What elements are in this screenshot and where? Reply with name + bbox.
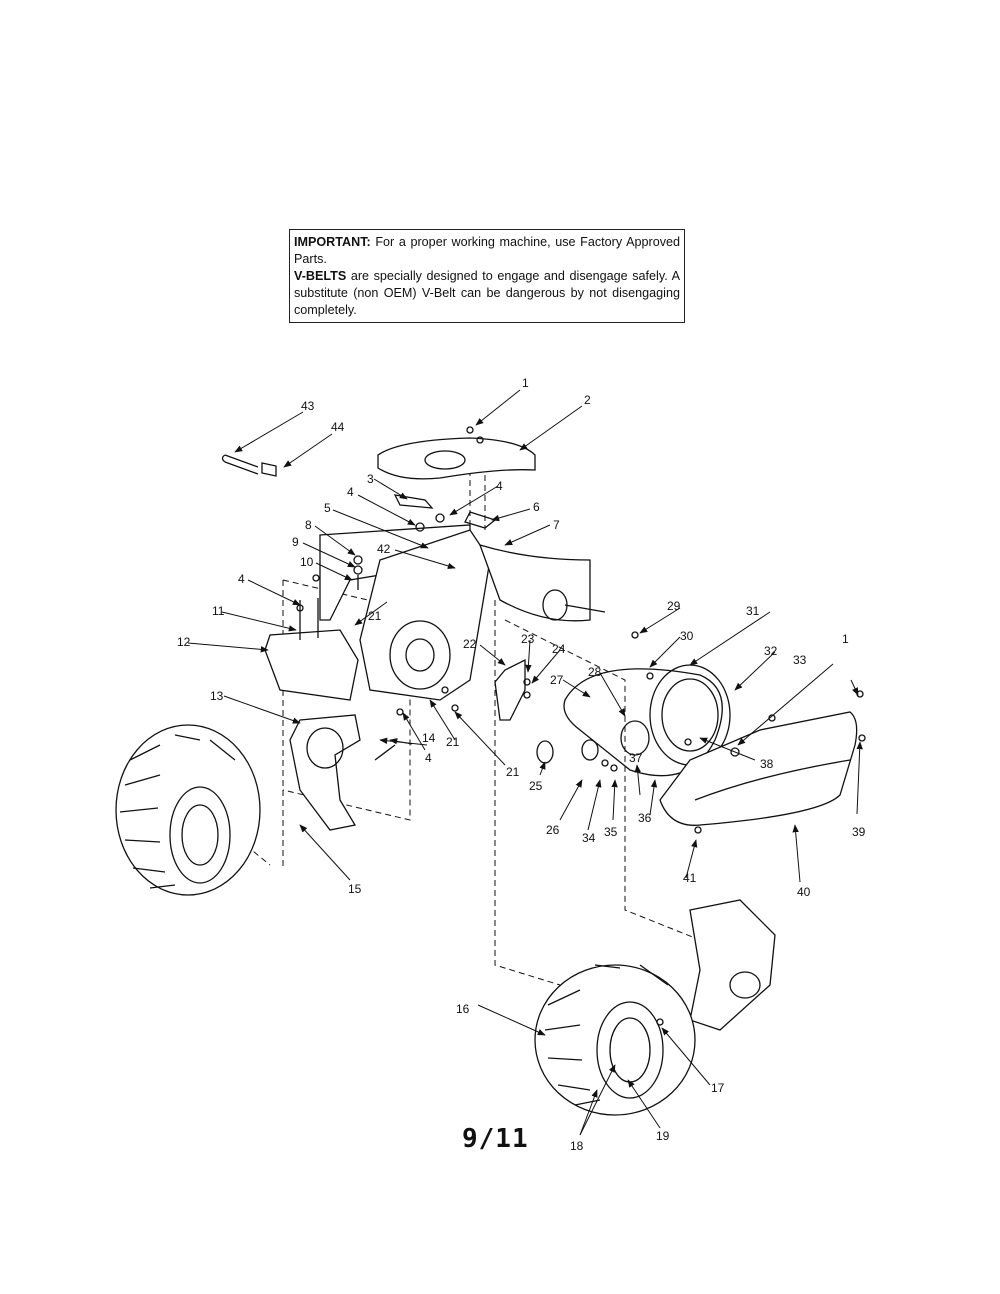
callout-35: 35 <box>604 825 618 839</box>
callout-38: 38 <box>760 757 774 771</box>
callout-12: 12 <box>177 635 191 649</box>
callout-10: 10 <box>300 555 314 569</box>
transmission-arm <box>478 544 591 622</box>
callout-5: 5 <box>324 501 331 515</box>
belt-cover <box>659 711 858 826</box>
wheel-left <box>115 724 261 896</box>
callout-labels: 1 2 3 4 4 5 6 7 8 9 10 42 4 11 12 21 13 … <box>177 376 866 1153</box>
callout-11: 11 <box>212 604 225 618</box>
vbelts-label: V-BELTS <box>294 269 347 283</box>
wheel-right <box>534 964 696 1116</box>
callout-7: 7 <box>553 518 560 532</box>
callout-42: 42 <box>377 542 391 556</box>
callout-30: 30 <box>680 629 694 643</box>
page-number: 9/11 <box>462 1124 529 1154</box>
bracket-3 <box>393 494 434 509</box>
callout-15: 15 <box>348 882 362 896</box>
callout-3: 3 <box>367 472 374 486</box>
callout-6: 6 <box>533 500 540 514</box>
callout-13: 13 <box>210 689 224 703</box>
callout-1b: 1 <box>842 632 849 646</box>
callout-18: 18 <box>570 1139 584 1153</box>
tine-right <box>689 899 776 1031</box>
callout-21: 21 <box>368 609 382 623</box>
callout-32: 32 <box>764 644 778 658</box>
leader-lines <box>187 389 863 1136</box>
callout-29: 29 <box>667 599 681 613</box>
callout-25: 25 <box>529 779 543 793</box>
callout-4c: 4 <box>238 572 245 586</box>
callout-34: 34 <box>582 831 596 845</box>
callout-8: 8 <box>305 518 312 532</box>
v-belt <box>563 668 723 777</box>
callout-41: 41 <box>683 871 697 885</box>
callout-4d: 4 <box>425 751 432 765</box>
callout-24: 24 <box>552 642 566 656</box>
callout-1: 1 <box>522 376 529 390</box>
tine-shield-cover <box>377 437 536 480</box>
callout-36: 36 <box>638 811 652 825</box>
vbelts-text: are specially designed to engage and dis… <box>294 269 680 317</box>
callout-21b: 21 <box>446 735 460 749</box>
callout-40: 40 <box>797 885 811 899</box>
depth-bar-bumper <box>264 629 359 701</box>
callout-4: 4 <box>347 485 354 499</box>
gear-housing <box>359 529 491 701</box>
callout-27: 27 <box>550 673 564 687</box>
callout-26: 26 <box>546 823 560 837</box>
callout-31: 31 <box>746 604 760 618</box>
idler-pulley <box>536 740 554 764</box>
callout-43: 43 <box>301 399 315 413</box>
callout-33: 33 <box>793 653 807 667</box>
important-notice: IMPORTANT: For a proper working machine,… <box>289 229 685 323</box>
callout-37: 37 <box>629 751 643 765</box>
callout-19: 19 <box>656 1129 670 1143</box>
hex-nut <box>261 462 277 477</box>
callout-22: 22 <box>463 637 477 651</box>
callout-4b: 4 <box>496 479 503 493</box>
pin <box>221 454 259 475</box>
bracket-6 <box>464 511 497 529</box>
callout-16: 16 <box>456 1002 470 1016</box>
callout-2: 2 <box>584 393 591 407</box>
tine-left <box>289 714 361 831</box>
callout-28: 28 <box>588 665 602 679</box>
callout-21c: 21 <box>506 765 520 779</box>
callout-39: 39 <box>852 825 866 839</box>
important-label: IMPORTANT: <box>294 235 371 249</box>
callout-9: 9 <box>292 535 299 549</box>
callout-17: 17 <box>711 1081 725 1095</box>
callout-23: 23 <box>521 632 535 646</box>
callout-14: 14 <box>422 731 436 745</box>
important-text: For a proper working machine, use Factor… <box>294 235 681 266</box>
callout-44: 44 <box>331 420 345 434</box>
